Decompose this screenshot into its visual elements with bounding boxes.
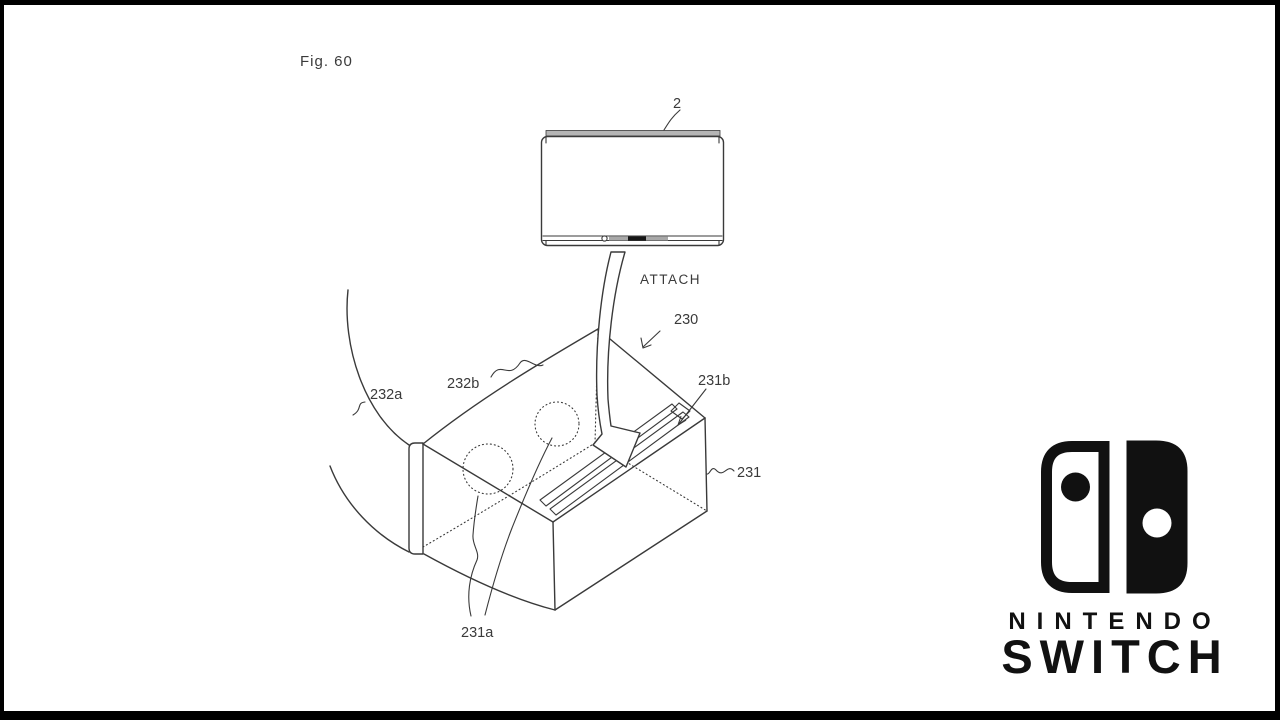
console-outline (540, 135, 725, 247)
leader-231a-right (484, 437, 553, 616)
joycon-right-stick-dot (1142, 508, 1172, 538)
lens-opening-left (462, 443, 514, 495)
figure-number-label: Fig. 60 (300, 53, 353, 70)
console-connector-dark (628, 236, 646, 241)
plate-arc-lower (329, 465, 410, 553)
plate-edge-flap (408, 442, 424, 555)
leader-232b (490, 359, 544, 378)
ref-label-housing: 231 (737, 465, 761, 481)
bottom-front-curve (423, 553, 556, 611)
switch-logo-mark (1041, 440, 1188, 594)
lens-opening-right (534, 401, 580, 447)
front-vertical-edge (552, 521, 556, 611)
leader-2 (663, 109, 681, 131)
top-right-edge (597, 328, 706, 419)
console-connector-pin (601, 235, 608, 242)
attach-arrow (592, 251, 641, 468)
ref-label-lens-openings: 231a (461, 625, 494, 641)
front-top-edge (422, 443, 554, 523)
logo-brand-text: NINTENDO (1008, 608, 1222, 635)
logo-product-text: SWITCH (1001, 630, 1229, 683)
joycon-left-stick-dot (1061, 472, 1090, 502)
leader-230-line (642, 330, 661, 348)
ref-label-console: 2 (673, 96, 681, 112)
slot-side-edge (552, 417, 706, 523)
ref-label-plate-side: 232a (370, 387, 403, 403)
top-back-curve (422, 328, 599, 445)
leader-230-arrowhead (640, 337, 652, 349)
hidden-edge-bottom-right (594, 442, 708, 512)
reference-labels: 2 ATTACH 230 231b 231 231a 232a 232b (370, 96, 761, 641)
console-top-band (545, 130, 721, 137)
bottom-right-edge (554, 510, 708, 611)
leader-231b-arrowhead (677, 415, 687, 426)
slot-rail-inner (549, 411, 690, 516)
right-vertical-edge (704, 417, 708, 512)
leader-lines (352, 330, 735, 617)
goggles-body (329, 289, 708, 611)
plate-arc-upper (346, 289, 410, 446)
attach-label: ATTACH (640, 272, 701, 287)
page-background (4, 5, 1275, 711)
ref-label-slot-end: 231b (698, 373, 730, 389)
leader-232a (352, 401, 366, 416)
ref-label-headset: 230 (674, 312, 698, 328)
joycon-left-icon (1041, 441, 1110, 593)
console-drawing (540, 109, 725, 247)
ref-label-plate-top: 232b (447, 376, 479, 392)
leader-231-squiggle (706, 468, 735, 475)
leader-231b-line (677, 388, 707, 426)
leader-231a-left (468, 495, 479, 617)
